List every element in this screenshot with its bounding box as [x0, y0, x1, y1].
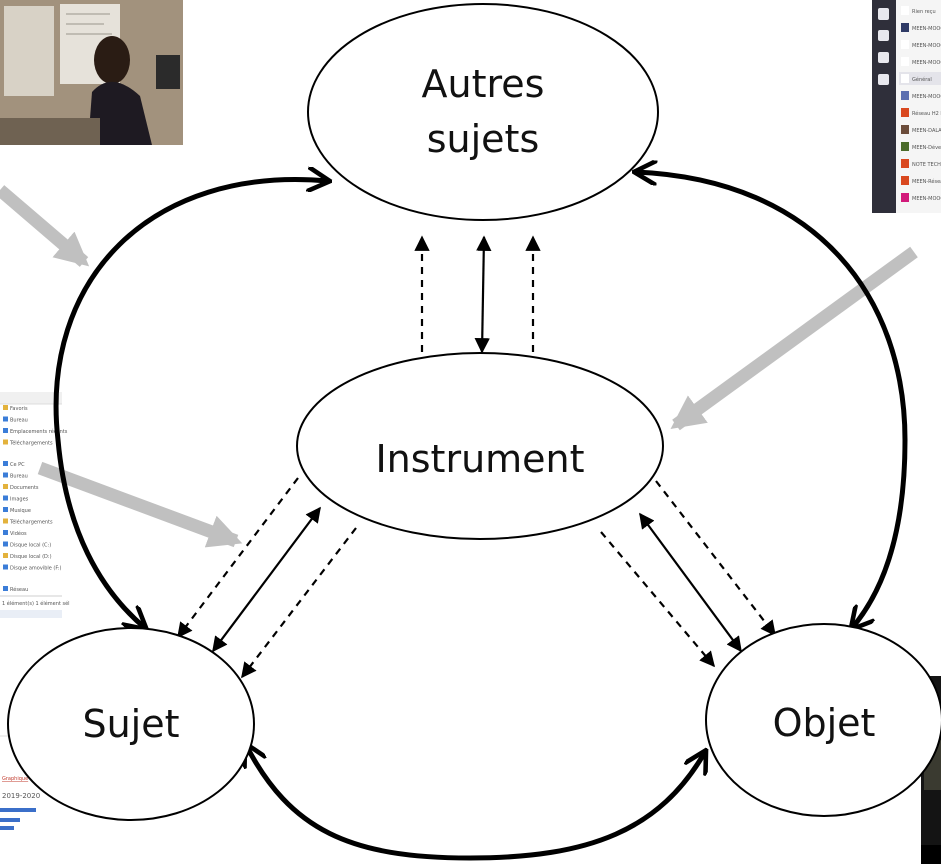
- team-item[interactable]: NOTE TECHNIQ: [912, 162, 941, 168]
- node-instrument: Instrument: [296, 352, 664, 540]
- explorer-item[interactable]: Disque amovible (F:): [10, 566, 62, 572]
- team-item[interactable]: MEEN-DALA: [912, 128, 941, 134]
- team-item[interactable]: MEEN-Réseau: [912, 178, 941, 185]
- dashed-instrument-objet-inner: [600, 531, 715, 668]
- team-item[interactable]: MEEN-Dévelop: [912, 144, 941, 151]
- node-objet-label: Objet: [773, 701, 876, 745]
- solid-instrument-autres: [474, 235, 492, 354]
- team-item-icon: [901, 125, 909, 134]
- explorer-item[interactable]: Réseau: [10, 586, 28, 593]
- arc-autres-objet: [636, 172, 908, 628]
- explorer-item-icon: [3, 484, 8, 489]
- arc-autres-sujet: [53, 180, 328, 628]
- node-autres-sujets: Autres sujets: [307, 3, 659, 221]
- explorer-item[interactable]: Images: [10, 497, 29, 503]
- pointer-arrow-teams: [670, 246, 918, 431]
- node-autres-sujets-line2: sujets: [427, 117, 540, 161]
- explorer-item-icon: [3, 495, 8, 501]
- chart-panel-heading: Graphique: [2, 776, 28, 782]
- explorer-item-icon: [3, 530, 8, 535]
- explorer-item[interactable]: Ce PC: [10, 462, 25, 468]
- explorer-item-icon: [3, 518, 8, 524]
- team-item[interactable]: MEEN-MOOC: [912, 43, 941, 49]
- explorer-item[interactable]: Téléchargements: [9, 519, 53, 526]
- chart-panel-year: 2019-2020: [2, 792, 40, 800]
- explorer-item[interactable]: Musique: [10, 508, 31, 514]
- explorer-item[interactable]: Favoris: [10, 406, 28, 412]
- team-item-icon: [901, 91, 909, 100]
- explorer-item-icon: [3, 564, 8, 570]
- explorer-item[interactable]: Téléchargements: [9, 440, 53, 447]
- outer-arcs: [53, 172, 908, 861]
- node-instrument-label: Instrument: [375, 437, 584, 481]
- team-item-icon: [901, 176, 909, 185]
- node-autres-sujets-line1: Autres: [422, 62, 545, 106]
- solid-instrument-sujet: [212, 506, 321, 653]
- dashed-instrument-objet-outer: [655, 480, 776, 637]
- team-item-icon: [901, 23, 909, 32]
- explorer-item-icon: [3, 461, 8, 466]
- explorer-item[interactable]: Bureau: [10, 418, 28, 424]
- team-item[interactable]: MEEN-MOOC: [912, 94, 941, 100]
- node-objet: Objet: [705, 623, 941, 817]
- team-item[interactable]: Général: [912, 76, 932, 83]
- team-item-icon: [901, 74, 909, 83]
- explorer-item[interactable]: Emplacements récents: [10, 428, 68, 435]
- explorer-item[interactable]: Bureau: [10, 474, 28, 480]
- pointer-arrow-photo: [0, 185, 90, 267]
- arc-sujet-objet: [246, 745, 705, 861]
- team-item-icon: [901, 193, 909, 202]
- dashed-instrument-sujet-outer: [177, 477, 299, 639]
- team-item[interactable]: MEEN-MOOC: [912, 60, 941, 66]
- explorer-item-icon: [3, 439, 8, 445]
- team-item[interactable]: MEEN-MOOC: [912, 196, 941, 202]
- explorer-item-icon: [3, 507, 8, 512]
- solid-instrument-objet: [639, 512, 742, 653]
- node-sujet-label: Sujet: [82, 702, 179, 746]
- team-item-icon: [901, 108, 909, 117]
- team-item-icon: [901, 6, 909, 15]
- team-item[interactable]: Réseau H2 IPR: [912, 110, 941, 117]
- explorer-item[interactable]: Documents: [10, 485, 39, 491]
- explorer-item-icon: [3, 405, 8, 410]
- dashed-instrument-sujet-inner: [241, 527, 357, 679]
- explorer-item-icon: [3, 586, 8, 591]
- team-item-icon: [901, 142, 909, 151]
- team-item-icon: [901, 40, 909, 49]
- photo-thumbnail: [0, 0, 183, 145]
- explorer-item-icon: [3, 541, 8, 547]
- explorer-item[interactable]: Disque local (C:): [10, 543, 51, 549]
- team-item[interactable]: Rien reçu: [912, 9, 936, 15]
- node-sujet: Sujet: [7, 627, 255, 821]
- explorer-item[interactable]: Vidéos: [10, 530, 27, 537]
- inner-connections: [177, 235, 776, 679]
- team-item-icon: [901, 57, 909, 66]
- explorer-status: 1 élément(s) 1 élément sél: [2, 600, 70, 607]
- explorer-item-icon: [3, 428, 8, 433]
- explorer-item[interactable]: Disque local (D:): [10, 554, 52, 560]
- explorer-item-icon: [3, 416, 8, 422]
- explorer-item-icon: [3, 553, 8, 558]
- team-item-icon: [901, 159, 909, 168]
- explorer-item-icon: [3, 472, 8, 478]
- team-item[interactable]: MEEN-MOOC: [912, 26, 941, 32]
